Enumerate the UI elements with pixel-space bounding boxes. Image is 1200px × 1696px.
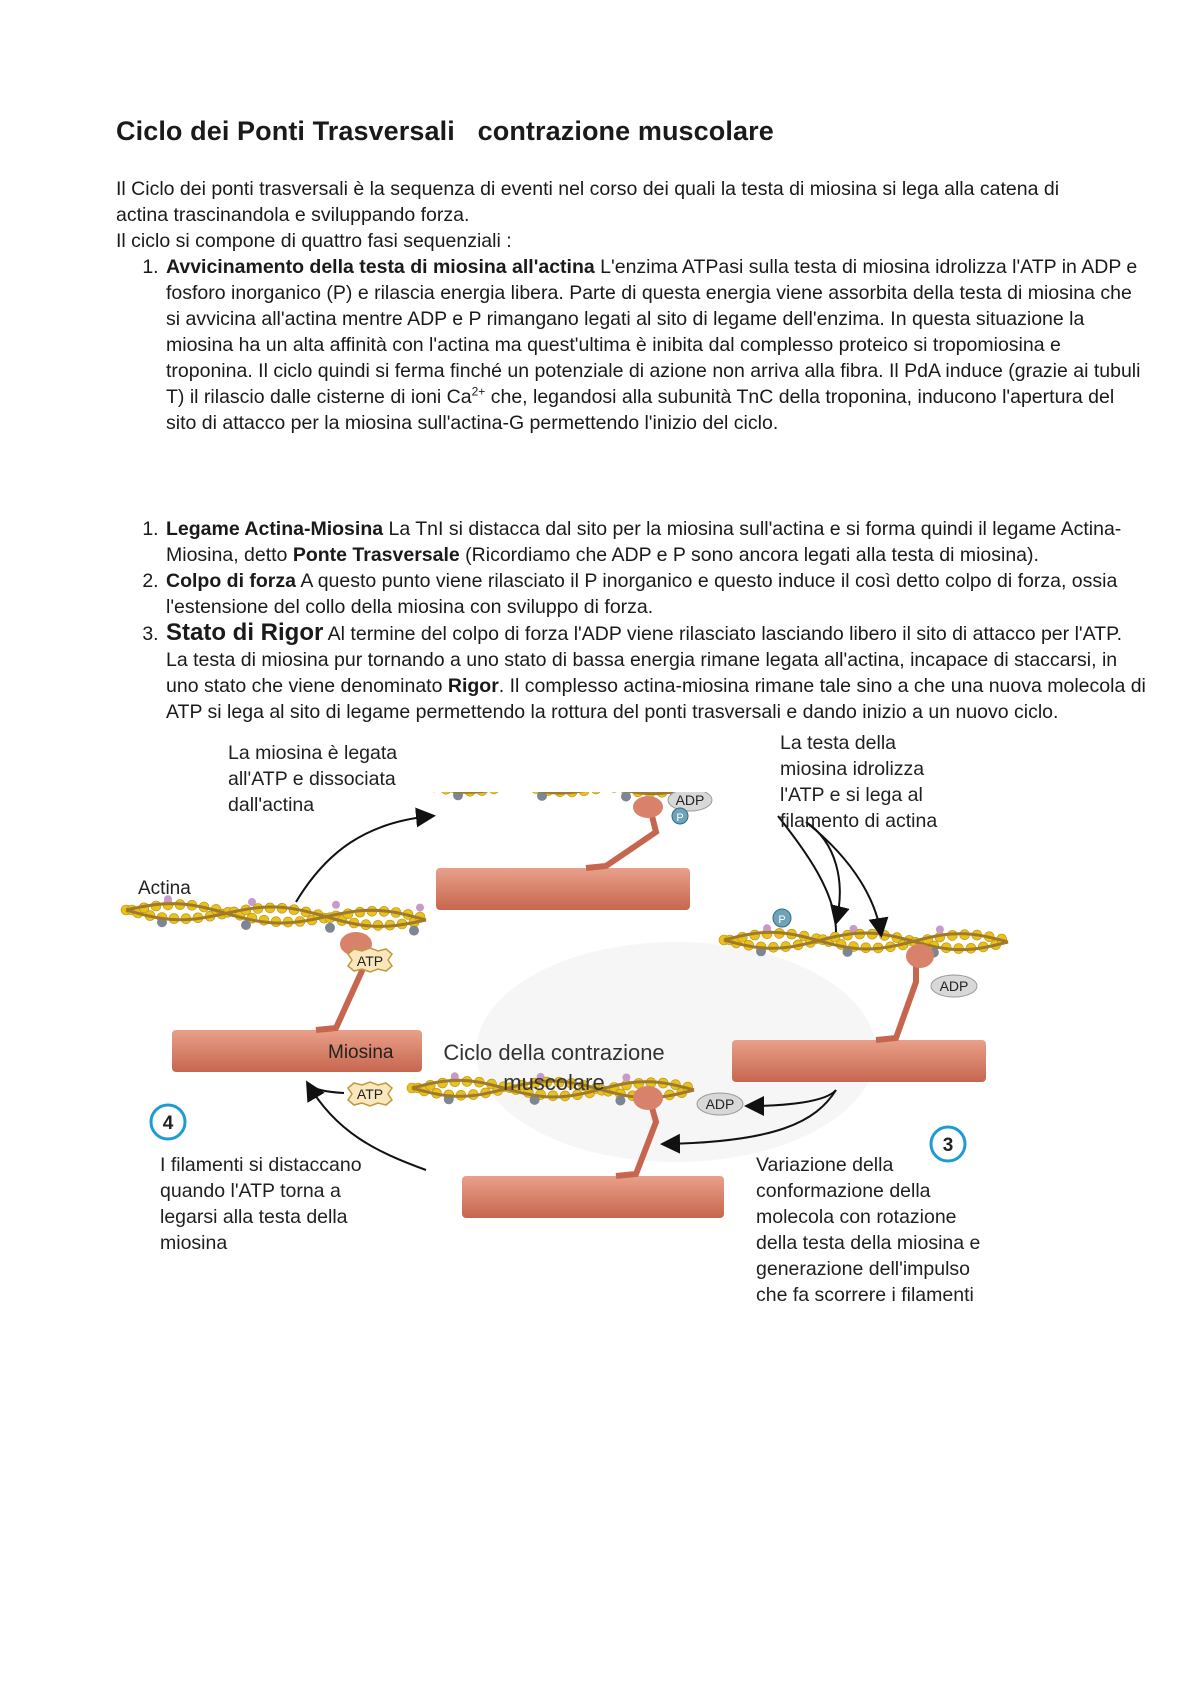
troponin-unit xyxy=(416,903,424,912)
troponin-unit xyxy=(842,946,853,957)
arrow-atp-in xyxy=(307,1083,345,1094)
svg-text:ATP: ATP xyxy=(357,1086,383,1102)
tropomyosin-strand xyxy=(723,930,1009,951)
svg-text:ADP: ADP xyxy=(940,978,969,994)
tropomyosin-strand xyxy=(448,792,680,796)
svg-text:P: P xyxy=(676,812,683,824)
troponin-unit xyxy=(849,924,858,933)
arrow-3-to-4 xyxy=(660,1089,837,1154)
troponin-unit xyxy=(325,922,335,933)
actin-filament-3 xyxy=(718,924,1009,958)
tropomyosin-strand xyxy=(125,905,427,928)
troponin-unit xyxy=(332,900,340,909)
troponin-unit xyxy=(529,1094,540,1105)
phase-list-2: Legame Actina-Miosina La TnI si distacca… xyxy=(116,516,1146,725)
actin-bead xyxy=(489,792,499,795)
svg-text:3: 3 xyxy=(943,1135,954,1156)
step-4-label: I filamenti si distaccano quando l'ATP t… xyxy=(160,1154,362,1254)
intro: Il Ciclo dei ponti trasversali è la sequ… xyxy=(116,176,1096,254)
tropomyosin-strand xyxy=(411,1078,695,1099)
adp-badge-right: ADP xyxy=(930,974,978,998)
atp-badge-bottom: ATP xyxy=(347,1081,393,1107)
myosin-bar-left xyxy=(172,1030,422,1072)
myosin-bar-bottom xyxy=(462,1176,724,1218)
diagram-center-title: Ciclo della contrazione muscolare xyxy=(443,1040,665,1095)
myosin-neck-bottom xyxy=(615,1103,660,1179)
contraction-cycle-diagram: 1 2 3 4 ATP ATP xyxy=(116,732,1086,1412)
troponin-unit xyxy=(615,1095,626,1106)
intro-paragraph: Il Ciclo dei ponti trasversali è la sequ… xyxy=(116,178,1060,226)
actin-bead xyxy=(441,792,451,795)
arrow-2-curve xyxy=(777,815,837,933)
intro-paragraph-2: Il ciclo si compone di quattro fasi sequ… xyxy=(116,230,512,252)
tropomyosin-strand xyxy=(125,902,427,925)
myosin-neck-right xyxy=(875,964,919,1043)
troponin-unit xyxy=(450,1072,459,1081)
phase-heading: Avvicinamento della testa di miosina all… xyxy=(166,256,595,278)
step-2-label: La testa della miosina idrolizza l'ATP e… xyxy=(780,732,938,832)
troponin-unit xyxy=(453,792,463,801)
phase-heading: Stato di Rigor xyxy=(166,619,324,646)
svg-text:P: P xyxy=(778,914,785,926)
phase-item-legame: Legame Actina-Miosina La TnI si distacca… xyxy=(164,516,1146,568)
p-badge-top: P xyxy=(671,807,689,825)
actin-filament-1 xyxy=(120,895,427,936)
svg-text:ADP: ADP xyxy=(706,1096,735,1112)
atp-badge-left: ATP xyxy=(347,947,393,973)
myosin-head-right xyxy=(906,944,934,968)
diagram-drawing: 1 2 3 4 ATP ATP xyxy=(120,792,1009,1218)
actina-label: Actina xyxy=(138,878,191,899)
myosin-bar-top xyxy=(436,868,690,910)
phase-item-avvicinamento: Avvicinamento della testa di miosina all… xyxy=(164,254,1146,436)
myosin-neck-top xyxy=(585,811,660,871)
step-3-badge: 3 xyxy=(929,1125,967,1163)
troponin-unit xyxy=(241,920,251,930)
troponin-unit xyxy=(621,792,631,802)
svg-text:ADP: ADP xyxy=(676,792,705,808)
arrow-release-adp xyxy=(744,1089,837,1116)
phase-heading: Colpo di forza xyxy=(166,570,296,592)
tropomyosin-strand xyxy=(537,792,585,795)
actin-bead xyxy=(578,792,590,797)
troponin-unit xyxy=(409,925,419,936)
step-1-label: La miosina è legata all'ATP e dissociata… xyxy=(228,742,398,816)
troponin-unit xyxy=(763,924,771,933)
phase-item-rigor: Stato di Rigor Al termine del colpo di f… xyxy=(164,620,1146,725)
troponin-unit xyxy=(935,925,944,934)
arrow-2-to-3 xyxy=(805,821,889,938)
actin-bead xyxy=(591,792,601,795)
troponin-unit xyxy=(622,1073,631,1082)
actin-bead xyxy=(532,792,540,794)
svg-text:ATP: ATP xyxy=(357,953,383,969)
step-4-badge: 4 xyxy=(149,1103,187,1141)
phase-heading: Legame Actina-Miosina xyxy=(166,518,384,540)
adp-badge-top: ADP xyxy=(667,792,713,812)
phase-list-1: Avvicinamento della testa di miosina all… xyxy=(116,254,1146,436)
myosin-head-top xyxy=(633,796,663,818)
svg-text:4: 4 xyxy=(163,1113,174,1134)
arrow-1-to-2 xyxy=(295,807,436,903)
adp-badge-released: ADP xyxy=(696,1092,744,1116)
center-backdrop xyxy=(476,942,876,1162)
page-title: Ciclo dei Ponti Trasversali contrazione … xyxy=(116,116,774,146)
myosin-head-bottom xyxy=(633,1086,663,1110)
step-3-label: Variazione della conformazione della mol… xyxy=(756,1154,981,1306)
miosina-label: Miosina xyxy=(328,1042,394,1063)
troponin-unit xyxy=(164,895,172,904)
arrow-4-to-1 xyxy=(305,1080,427,1171)
phase-item-colpo: Colpo di forza A questo punto viene rila… xyxy=(164,568,1146,620)
tropomyosin-strand xyxy=(723,931,1009,952)
myosin-bar-right xyxy=(732,1040,986,1082)
troponin-unit xyxy=(248,898,256,906)
troponin-unit xyxy=(537,792,547,801)
actin-filament-2 xyxy=(432,792,691,802)
p-badge-released: P xyxy=(772,908,792,928)
troponin-unit xyxy=(536,1072,545,1081)
